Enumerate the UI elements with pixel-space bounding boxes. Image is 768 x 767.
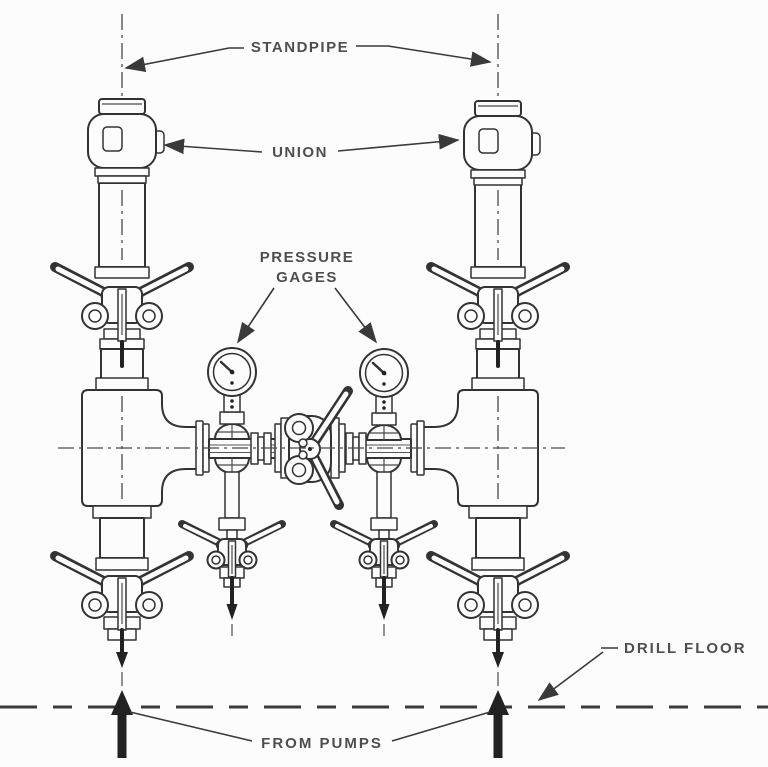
pressure-gages-label-line1: PRESSURE	[260, 249, 355, 266]
from-pumps-leader-right	[391, 711, 491, 742]
from-pumps-label: FROM PUMPS	[261, 735, 383, 752]
from-pumps-leader-left	[129, 711, 253, 742]
from-pumps-arrow-left	[111, 690, 133, 758]
from-pumps-arrow-right	[487, 690, 509, 758]
bleed-valve-right	[334, 524, 434, 636]
standpipe-label: STANDPIPE	[251, 39, 349, 56]
manifold-assembly	[58, 346, 565, 636]
union-label: UNION	[272, 144, 328, 161]
bleed-run-left	[182, 457, 282, 636]
union-leader-left	[163, 138, 263, 155]
standpipe-leader-right	[356, 45, 492, 67]
union-right	[463, 100, 541, 186]
pressure-gage-right	[358, 347, 410, 442]
gage-leader-left	[237, 287, 275, 344]
union-left	[87, 98, 165, 184]
bleed-valve-left	[182, 524, 282, 636]
annotations: STANDPIPE UNION PRESSURE GAGES DRILL FLO…	[124, 39, 747, 752]
gage-leader-right	[334, 287, 378, 344]
bleed-run-right	[334, 457, 434, 636]
pressure-gage-left	[206, 346, 258, 441]
drill-floor-label: DRILL FLOOR	[624, 640, 747, 657]
standpipe-leader-left	[124, 47, 244, 73]
drill-floor-leader	[537, 651, 604, 702]
union-leader-right	[337, 133, 460, 152]
pressure-gages-label-line2: GAGES	[276, 269, 338, 286]
